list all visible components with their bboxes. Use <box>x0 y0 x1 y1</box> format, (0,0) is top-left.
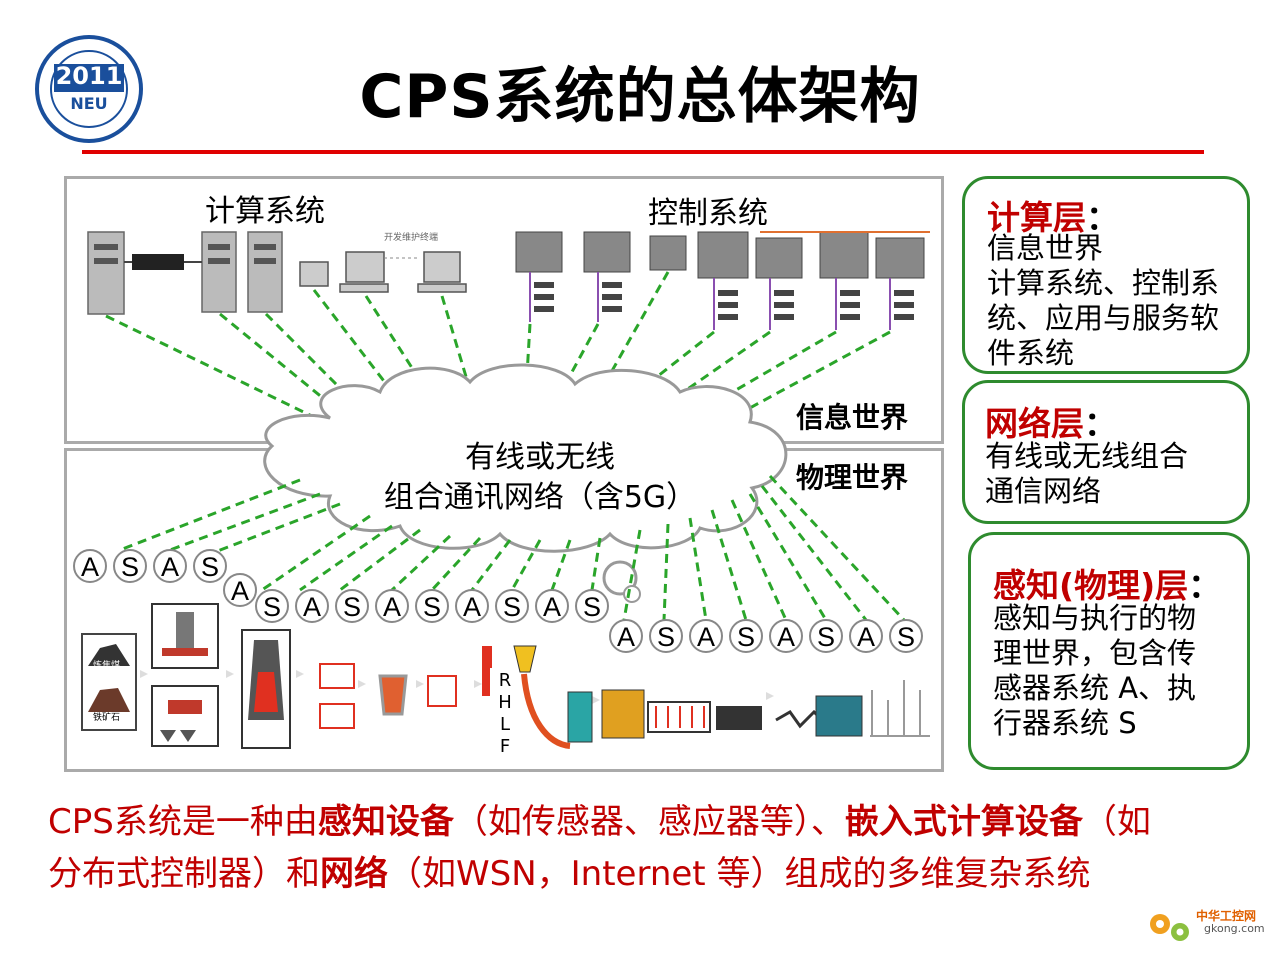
sensor-label: A <box>777 622 795 652</box>
cloud-text: 有线或无线 组合通讯网络（含5G） <box>360 438 720 518</box>
actuator-label: S <box>817 622 835 652</box>
compute-system-label: 计算系统 <box>205 194 325 229</box>
computing-layer-title: 计算层： <box>987 198 1119 237</box>
information-world-label: 信息世界 <box>788 396 917 436</box>
network-layer-body: 有线或无线组合 通信网络 <box>985 439 1188 509</box>
steel-process-illustration: 炼焦煤 铁矿石 <box>81 603 930 768</box>
actuator-label: S <box>897 622 915 652</box>
layer-line: 计算系统、控制系 <box>987 266 1220 300</box>
svg-text:铁矿石: 铁矿石 <box>93 711 120 723</box>
watermark-name: 中华工控网 <box>1196 909 1257 923</box>
sensor-label: A <box>857 622 875 652</box>
svg-text:炼焦煤: 炼焦煤 <box>93 659 120 671</box>
actuator-label: S <box>583 592 601 622</box>
sensor-label: A <box>543 592 561 622</box>
actuator-label: S <box>657 622 675 652</box>
gear-icon <box>1150 914 1189 941</box>
sensing-layer-box: 感知(物理)层： 感知与执行的物 理世界，包含传 感器系统 A、执 行器系统 S <box>968 532 1250 770</box>
sensor-label: A <box>697 622 715 652</box>
layer-line: 理世界，包含传 <box>993 636 1197 670</box>
control-system-label: 控制系统 <box>648 196 768 231</box>
plc-rack-icon <box>515 231 925 279</box>
sensor-label: A <box>303 592 321 622</box>
layer-line: 通信网络 <box>985 474 1102 508</box>
rhlf-letter: R <box>498 670 512 691</box>
network-switch-icon <box>132 254 184 270</box>
watermark-url: gkong.com <box>1204 922 1265 935</box>
layer-line: 行器系统 S <box>993 706 1137 740</box>
sensor-circles <box>73 549 923 653</box>
network-layer-title: 网络层： <box>985 404 1117 443</box>
computing-layer-body: 信息世界 计算系统、控制系 统、应用与服务软 件系统 <box>987 231 1219 371</box>
actuator-label: S <box>121 552 139 582</box>
summary-line-1: CPS系统是一种由感知设备（如传感器、感应器等）、嵌入式计算设备（如 <box>48 802 1151 842</box>
actuator-label: S <box>343 592 361 622</box>
layer-line: 感知与执行的物 <box>993 601 1197 635</box>
sensing-layer-body: 感知与执行的物 理世界，包含传 感器系统 A、执 行器系统 S <box>993 601 1196 741</box>
layer-line: 统、应用与服务软 <box>987 301 1220 335</box>
university-logo: 2011 NEU <box>34 34 144 144</box>
sensor-label: A <box>617 622 635 652</box>
network-layer-box: 网络层： 有线或无线组合 通信网络 <box>962 380 1250 524</box>
physical-world-label: 物理世界 <box>788 456 917 496</box>
summary-text: CPS系统是一种由感知设备（如传感器、感应器等）、嵌入式计算设备（如 分布式控制… <box>48 796 1248 900</box>
sensor-label: A <box>161 552 179 582</box>
server-icon <box>87 231 283 315</box>
actuator-label: S <box>503 592 521 622</box>
actuator-label: S <box>201 552 219 582</box>
logo-number: 2011 <box>55 62 123 90</box>
svg-text:开发维护终端: 开发维护终端 <box>384 231 438 243</box>
layer-line: 件系统 <box>987 336 1075 370</box>
summary-line-2: 分布式控制器）和网络（如WSN，Internet 等）组成的多维复杂系统 <box>48 854 1091 894</box>
rhlf-letter: H <box>498 692 512 713</box>
sensor-label: A <box>81 552 99 582</box>
sensing-layer-title: 感知(物理)层： <box>993 566 1222 605</box>
layer-line: 有线或无线组合 <box>985 439 1189 473</box>
rhlf-letter: F <box>499 736 511 757</box>
cloud-line-1: 有线或无线 <box>465 440 615 475</box>
physical-links <box>119 474 906 622</box>
workstation-icon <box>299 251 467 293</box>
network-cloud <box>263 363 788 553</box>
sensor-label: A <box>463 592 481 622</box>
sensor-label: A <box>231 576 249 606</box>
computing-layer-box: 计算层： 信息世界 计算系统、控制系 统、应用与服务软 件系统 <box>962 176 1250 374</box>
sensor-label: A <box>383 592 401 622</box>
rhlf-letter: L <box>499 714 511 735</box>
page-title: CPS系统的总体架构 <box>359 62 921 132</box>
logo-abbr: NEU <box>70 94 108 113</box>
actuator-label: S <box>423 592 441 622</box>
cloud-line-2: 组合通讯网络（含5G） <box>383 480 697 515</box>
rh-lf-label: R H L F <box>490 670 520 758</box>
actuator-label: S <box>263 592 281 622</box>
server-detail <box>94 244 276 264</box>
title-divider <box>82 150 1204 154</box>
layer-line: 感器系统 A、执 <box>993 671 1197 705</box>
actuator-label: S <box>737 622 755 652</box>
layer-line: 信息世界 <box>987 231 1104 265</box>
